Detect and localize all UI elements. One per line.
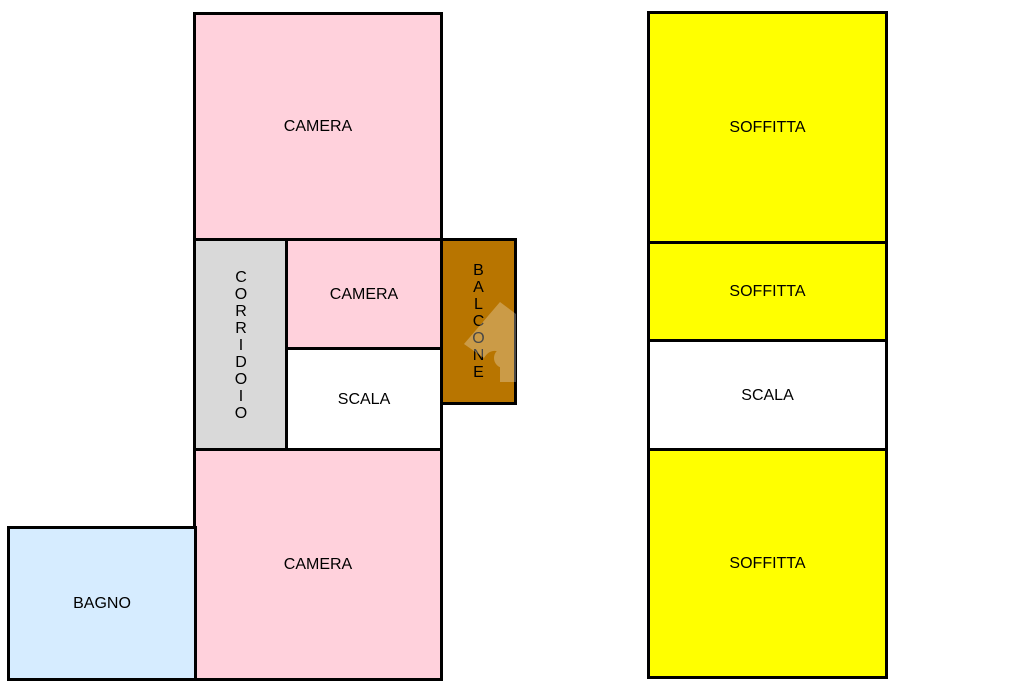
vertical-letter: I [238, 387, 244, 405]
vertical-letter: C [472, 313, 485, 330]
room-scala-right: SCALA [647, 339, 888, 452]
vertical-letter: L [474, 296, 483, 313]
room-label-bagno: BAGNO [73, 594, 131, 612]
vertical-letter: E [473, 364, 484, 381]
room-label-soffitta-middle: SOFFITTA [729, 283, 806, 300]
vertical-letter: O [234, 370, 248, 388]
room-label-soffitta-top: SOFFITTA [729, 119, 806, 136]
vertical-letter: I [238, 336, 244, 354]
room-camera-top: CAMERA [193, 12, 443, 242]
vertical-letter: A [473, 279, 484, 296]
vertical-letter: B [473, 262, 484, 279]
room-soffitta-middle: SOFFITTA [647, 241, 888, 343]
vertical-letter: O [234, 285, 248, 303]
room-label-camera-bottom: CAMERA [283, 555, 353, 573]
vertical-letter: O [472, 330, 485, 347]
room-scala-left: SCALA [285, 347, 443, 452]
vertical-letter: N [472, 347, 485, 364]
room-label-camera-middle: CAMERA [329, 285, 399, 303]
room-bagno: BAGNO [7, 526, 197, 681]
room-label-scala-right: SCALA [741, 386, 794, 404]
vertical-letter: R [235, 302, 247, 320]
room-camera-bottom: CAMERA [193, 448, 443, 681]
room-soffitta-top: SOFFITTA [647, 11, 888, 245]
vertical-letter: D [235, 353, 247, 371]
room-label-camera-top: CAMERA [283, 118, 353, 135]
room-label-soffitta-bottom: SOFFITTA [729, 554, 806, 572]
vertical-letter: C [235, 268, 247, 286]
room-camera-middle: CAMERA [285, 238, 443, 351]
vertical-letter: R [235, 319, 247, 337]
room-label-scala-left: SCALA [337, 390, 391, 408]
room-soffitta-bottom: SOFFITTA [647, 448, 888, 679]
vertical-letter: O [234, 404, 248, 422]
